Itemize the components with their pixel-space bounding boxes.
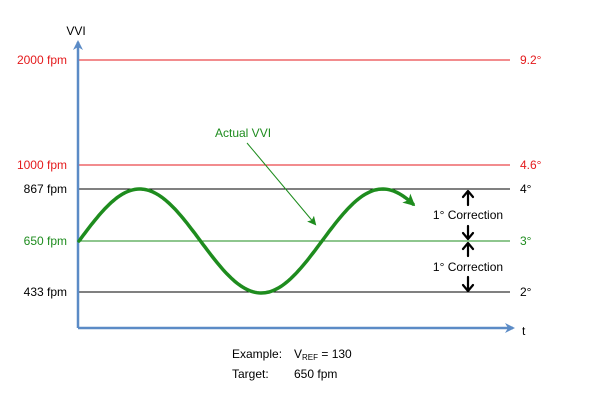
left-label-1000fpm: 1000 fpm: [17, 158, 67, 172]
right-label-3deg: 3°: [520, 234, 532, 248]
target-key: Target:: [232, 367, 269, 381]
down-arrow-icon: [461, 275, 475, 293]
correction-label-lower: 1° Correction: [433, 260, 503, 274]
left-label-867fpm: 867 fpm: [24, 182, 67, 196]
vref-symbol: V: [294, 347, 303, 361]
actual-vvi-pointer: [246, 142, 317, 226]
down-arrow-icon: [461, 224, 475, 241]
vref-subscript: REF: [302, 353, 319, 362]
example-caption: Example: VREF = 130 Target: 650 fpm: [232, 346, 352, 382]
target-row: Target: 650 fpm: [232, 366, 352, 382]
left-label-433fpm: 433 fpm: [24, 285, 67, 299]
right-label-4deg: 4°: [520, 182, 532, 196]
correction-arrows-lower: [461, 241, 475, 293]
target-value: 650 fpm: [294, 367, 338, 381]
right-label-9.2deg: 9.2°: [520, 53, 542, 67]
left-label-650fpm: 650 fpm: [24, 234, 67, 248]
actual-vvi-curve: [77, 187, 416, 295]
y-axis-label: VVI: [66, 24, 85, 38]
right-label-4.6deg: 4.6°: [520, 158, 542, 172]
left-label-2000fpm: 2000 fpm: [17, 53, 67, 67]
correction-arrows-upper: [461, 189, 475, 241]
up-arrow-icon: [461, 241, 475, 258]
x-axis-label: t: [522, 324, 526, 338]
example-row: Example: VREF = 130: [232, 346, 352, 366]
actual-vvi-label: Actual VVI: [215, 126, 271, 140]
example-key: Example:: [232, 347, 283, 361]
up-arrow-icon: [461, 189, 475, 207]
vref-value: = 130: [318, 347, 352, 361]
right-label-2deg: 2°: [520, 285, 532, 299]
correction-label-upper: 1° Correction: [433, 208, 503, 222]
